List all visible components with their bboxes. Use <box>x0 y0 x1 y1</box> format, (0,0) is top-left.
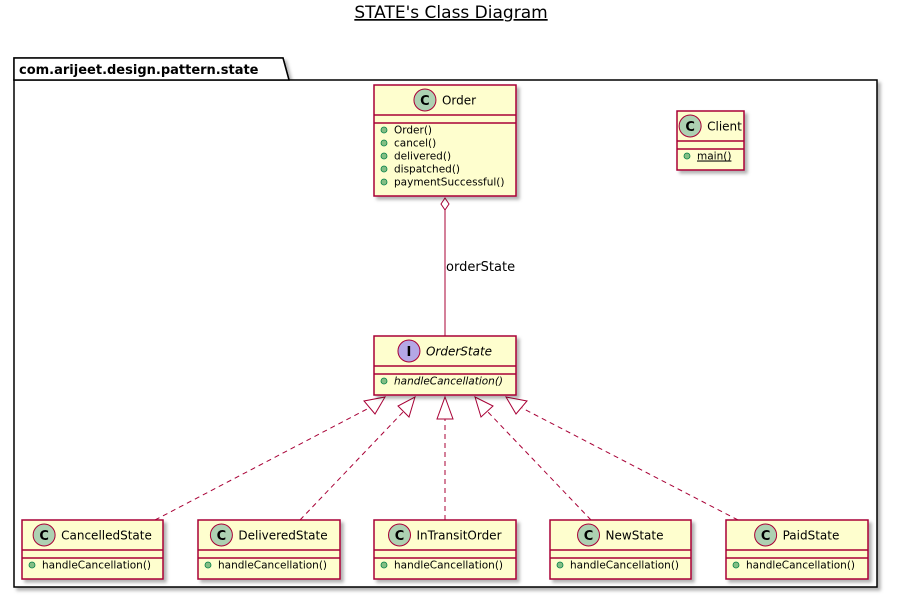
class-box <box>373 84 517 197</box>
method: dispatched() <box>394 164 460 176</box>
class-new-state[interactable]: C NewState handleCancellation() <box>549 519 692 580</box>
badge-letter: C <box>420 94 430 109</box>
class-name: DeliveredState <box>238 529 327 543</box>
interface-badge-icon <box>397 339 421 363</box>
badge-letter: C <box>395 529 405 544</box>
badge-letter: I <box>407 345 412 360</box>
aggregation-label: orderState <box>446 260 515 275</box>
badge-letter: C <box>761 529 771 544</box>
method: handleCancellation() <box>570 560 679 572</box>
diagram-title: STATE's Class Diagram <box>354 3 547 23</box>
relations: orderState <box>154 197 739 521</box>
method: Order() <box>394 125 432 137</box>
class-order[interactable]: C OrderOrder()cancel()delivered()dispatch… <box>373 84 517 197</box>
badge-letter: C <box>584 529 594 544</box>
class-name: Client <box>707 120 742 134</box>
method: handleCancellation() <box>394 376 503 388</box>
public-visibility-icon <box>380 126 388 134</box>
package-name: com.arijeet.design.pattern.state <box>19 63 259 78</box>
class-badge-icon <box>577 523 601 547</box>
public-visibility-icon <box>380 139 388 147</box>
public-visibility-icon <box>683 152 691 160</box>
class-order-state[interactable]: I OrderState handleCancellation() <box>373 335 517 396</box>
class-badge-icon <box>678 114 702 138</box>
class-name: Order <box>442 94 476 108</box>
realization-delivered-state <box>299 395 416 521</box>
public-visibility-icon <box>28 561 36 569</box>
class-badge-icon <box>209 523 233 547</box>
class-badge-icon <box>754 523 778 547</box>
class-delivered-state[interactable]: C DeliveredState handleCancellation() <box>197 519 341 580</box>
class-badge-icon <box>413 88 437 112</box>
class-badge-icon <box>388 523 411 547</box>
public-visibility-icon <box>380 377 388 385</box>
public-visibility-icon <box>732 561 740 569</box>
public-visibility-icon <box>380 165 388 173</box>
public-visibility-icon <box>556 561 564 569</box>
realization-in-transit-order <box>436 395 454 520</box>
method: handleCancellation() <box>394 560 503 572</box>
method: handleCancellation() <box>42 560 151 572</box>
realization-new-state <box>474 396 592 521</box>
realization-cancelled-state <box>154 396 386 521</box>
badge-letter: C <box>685 120 695 135</box>
method: delivered() <box>394 151 451 163</box>
class-in-transit-order[interactable]: C InTransitOrder handleCancellation() <box>373 519 517 580</box>
badge-letter: C <box>217 529 227 544</box>
class-name: OrderState <box>426 345 492 359</box>
public-visibility-icon <box>380 561 388 569</box>
public-visibility-icon <box>380 152 388 160</box>
class-cancelled-state[interactable]: C CancelledState handleCancellation() <box>21 519 164 580</box>
class-name: CancelledState <box>61 529 152 543</box>
method: handleCancellation() <box>218 560 327 572</box>
class-paid-state[interactable]: C PaidState handleCancellation() <box>725 519 869 580</box>
classes-layer: C OrderOrder()cancel()delivered()dispatch… <box>21 84 869 580</box>
badge-letter: C <box>39 529 49 544</box>
aggregation-diamond <box>440 197 450 211</box>
public-visibility-icon <box>380 178 388 186</box>
realization-paid-state <box>505 396 739 521</box>
method: paymentSuccessful() <box>394 177 505 189</box>
public-visibility-icon <box>204 561 212 569</box>
method: main() <box>697 151 731 163</box>
class-client[interactable]: C Client main() <box>676 110 745 171</box>
class-badge-icon <box>32 523 56 547</box>
method: cancel() <box>394 138 436 150</box>
class-name: InTransitOrder <box>417 529 502 543</box>
class-name: PaidState <box>783 529 840 543</box>
class-name: NewState <box>606 529 664 543</box>
method: handleCancellation() <box>746 560 855 572</box>
